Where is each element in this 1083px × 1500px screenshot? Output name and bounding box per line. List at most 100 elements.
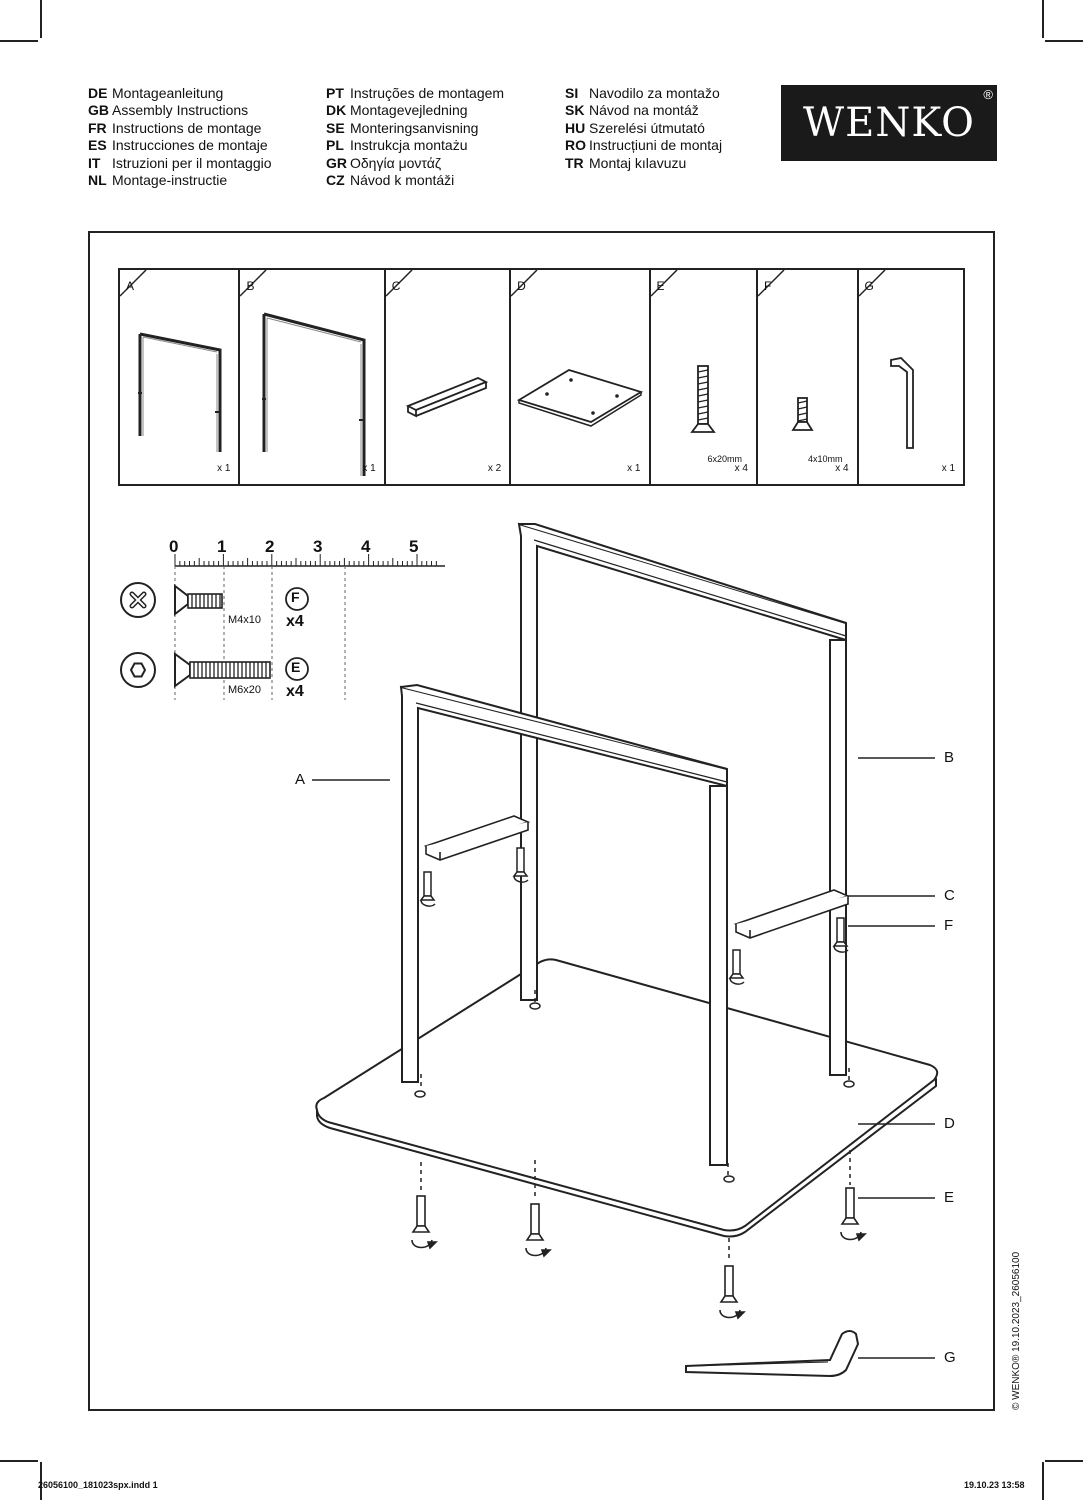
language-row: NL Montage-instructie	[88, 172, 272, 189]
letter-f: F	[291, 589, 300, 605]
language-title: Montaj kılavuzu	[589, 154, 687, 171]
callout-b: B	[944, 749, 955, 766]
language-code: IT	[88, 154, 101, 171]
crossbar-c-right	[733, 889, 851, 939]
part-cell-b: B x 1	[240, 270, 386, 484]
part-letter: C	[391, 279, 401, 293]
language-title: Instrucciones de montaje	[112, 137, 268, 154]
ruler-mark: 0	[169, 537, 179, 556]
part-size: 6x20mm	[707, 454, 742, 464]
part-letter: E	[656, 279, 665, 293]
language-title: Instrucțiuni de montaj	[589, 137, 723, 154]
leader-lines	[312, 757, 935, 1359]
screw-m4x10-icon	[174, 583, 223, 617]
ruler-mark: 4	[361, 537, 371, 556]
crop-mark	[1042, 1462, 1044, 1500]
part-cell-g: G x 1	[858, 270, 964, 484]
language-code: ES	[88, 137, 107, 154]
language-title: Οδηγία μοντάζ	[350, 154, 442, 171]
ruler-mark: 5	[409, 537, 419, 556]
language-title: Montageanleitung	[112, 85, 224, 101]
crop-mark	[0, 1460, 38, 1462]
part-quantity: x 2	[487, 463, 502, 474]
crop-mark	[0, 40, 38, 42]
ruler-mark: 2	[265, 537, 275, 556]
crop-mark	[1045, 40, 1083, 42]
frame-a	[399, 683, 728, 1166]
corner-tab	[758, 270, 785, 297]
language-title: Montagevejledning	[350, 102, 468, 119]
part-letter: G	[864, 279, 874, 293]
part-cell-a: A x 1	[120, 270, 241, 484]
wenko-logo: WENKO ®	[781, 85, 997, 161]
language-code: GR	[326, 154, 347, 171]
language-code: PT	[326, 85, 344, 101]
letter-circle-f	[285, 587, 309, 611]
part-quantity: x 1	[362, 463, 376, 474]
language-title: Návod k montáži	[350, 172, 455, 189]
crossbar-c-left	[423, 815, 531, 861]
corner-tab	[120, 270, 147, 297]
main-frame	[88, 231, 995, 1411]
screw-e-icon	[689, 365, 716, 433]
part-letter: B	[246, 279, 255, 293]
language-row: ES Instrucciones de montaje	[88, 137, 272, 154]
language-title: Montage-instructie	[112, 172, 228, 189]
copyright-side-text: © WENKO® 19.10.2023_26056100	[1011, 1251, 1022, 1410]
frame-a-icon	[138, 332, 222, 452]
language-row: TR Montaj kılavuzu	[565, 155, 722, 172]
language-code: SI	[565, 85, 579, 101]
screw-m6x20-icon	[174, 652, 271, 688]
guide-lines	[420, 990, 851, 1262]
crop-mark	[1045, 1460, 1083, 1462]
allen-key-g	[685, 1330, 860, 1378]
callout-e: E	[944, 1189, 955, 1206]
crop-mark	[40, 1462, 42, 1500]
part-cell-c: C x 2	[385, 270, 512, 484]
letter-circle-e	[285, 657, 309, 681]
part-quantity: x 1	[941, 463, 956, 474]
part-cell-d: D x 1	[511, 270, 651, 484]
language-code: PL	[326, 137, 344, 154]
language-code: TR	[565, 154, 584, 171]
language-title: Instructions de montage	[112, 119, 262, 136]
corner-tab	[858, 270, 886, 297]
part-letter: A	[126, 279, 135, 293]
part-letter: F	[764, 279, 772, 293]
screw-e-group	[411, 1187, 867, 1320]
hex-head-icon	[120, 652, 156, 688]
cross-head-icon	[120, 582, 156, 618]
language-title: Szerelési útmutató	[589, 119, 705, 136]
language-code: SK	[565, 102, 585, 119]
base-plate-d	[315, 958, 939, 1238]
language-code: NL	[88, 172, 107, 189]
logo-registered-mark: ®	[983, 87, 993, 102]
part-letter: D	[517, 279, 526, 293]
language-title: Instruções de montagem	[350, 85, 505, 101]
frame-b	[517, 522, 847, 1076]
allen-key-g-icon	[889, 357, 914, 449]
footer-file-name: 26056100_181023spx.indd 1	[38, 1480, 158, 1490]
corner-tab	[240, 270, 267, 297]
base-plate-d-icon	[516, 369, 644, 427]
part-quantity: x 4	[835, 463, 849, 474]
crossbar-c-icon	[405, 377, 488, 418]
language-title: Assembly Instructions	[112, 102, 249, 119]
quantity-e: x4	[286, 683, 304, 700]
parts-list: A x 1 B x 1 C x 2 D	[118, 268, 965, 486]
letter-e: E	[291, 659, 301, 675]
ruler-scale	[174, 554, 445, 700]
